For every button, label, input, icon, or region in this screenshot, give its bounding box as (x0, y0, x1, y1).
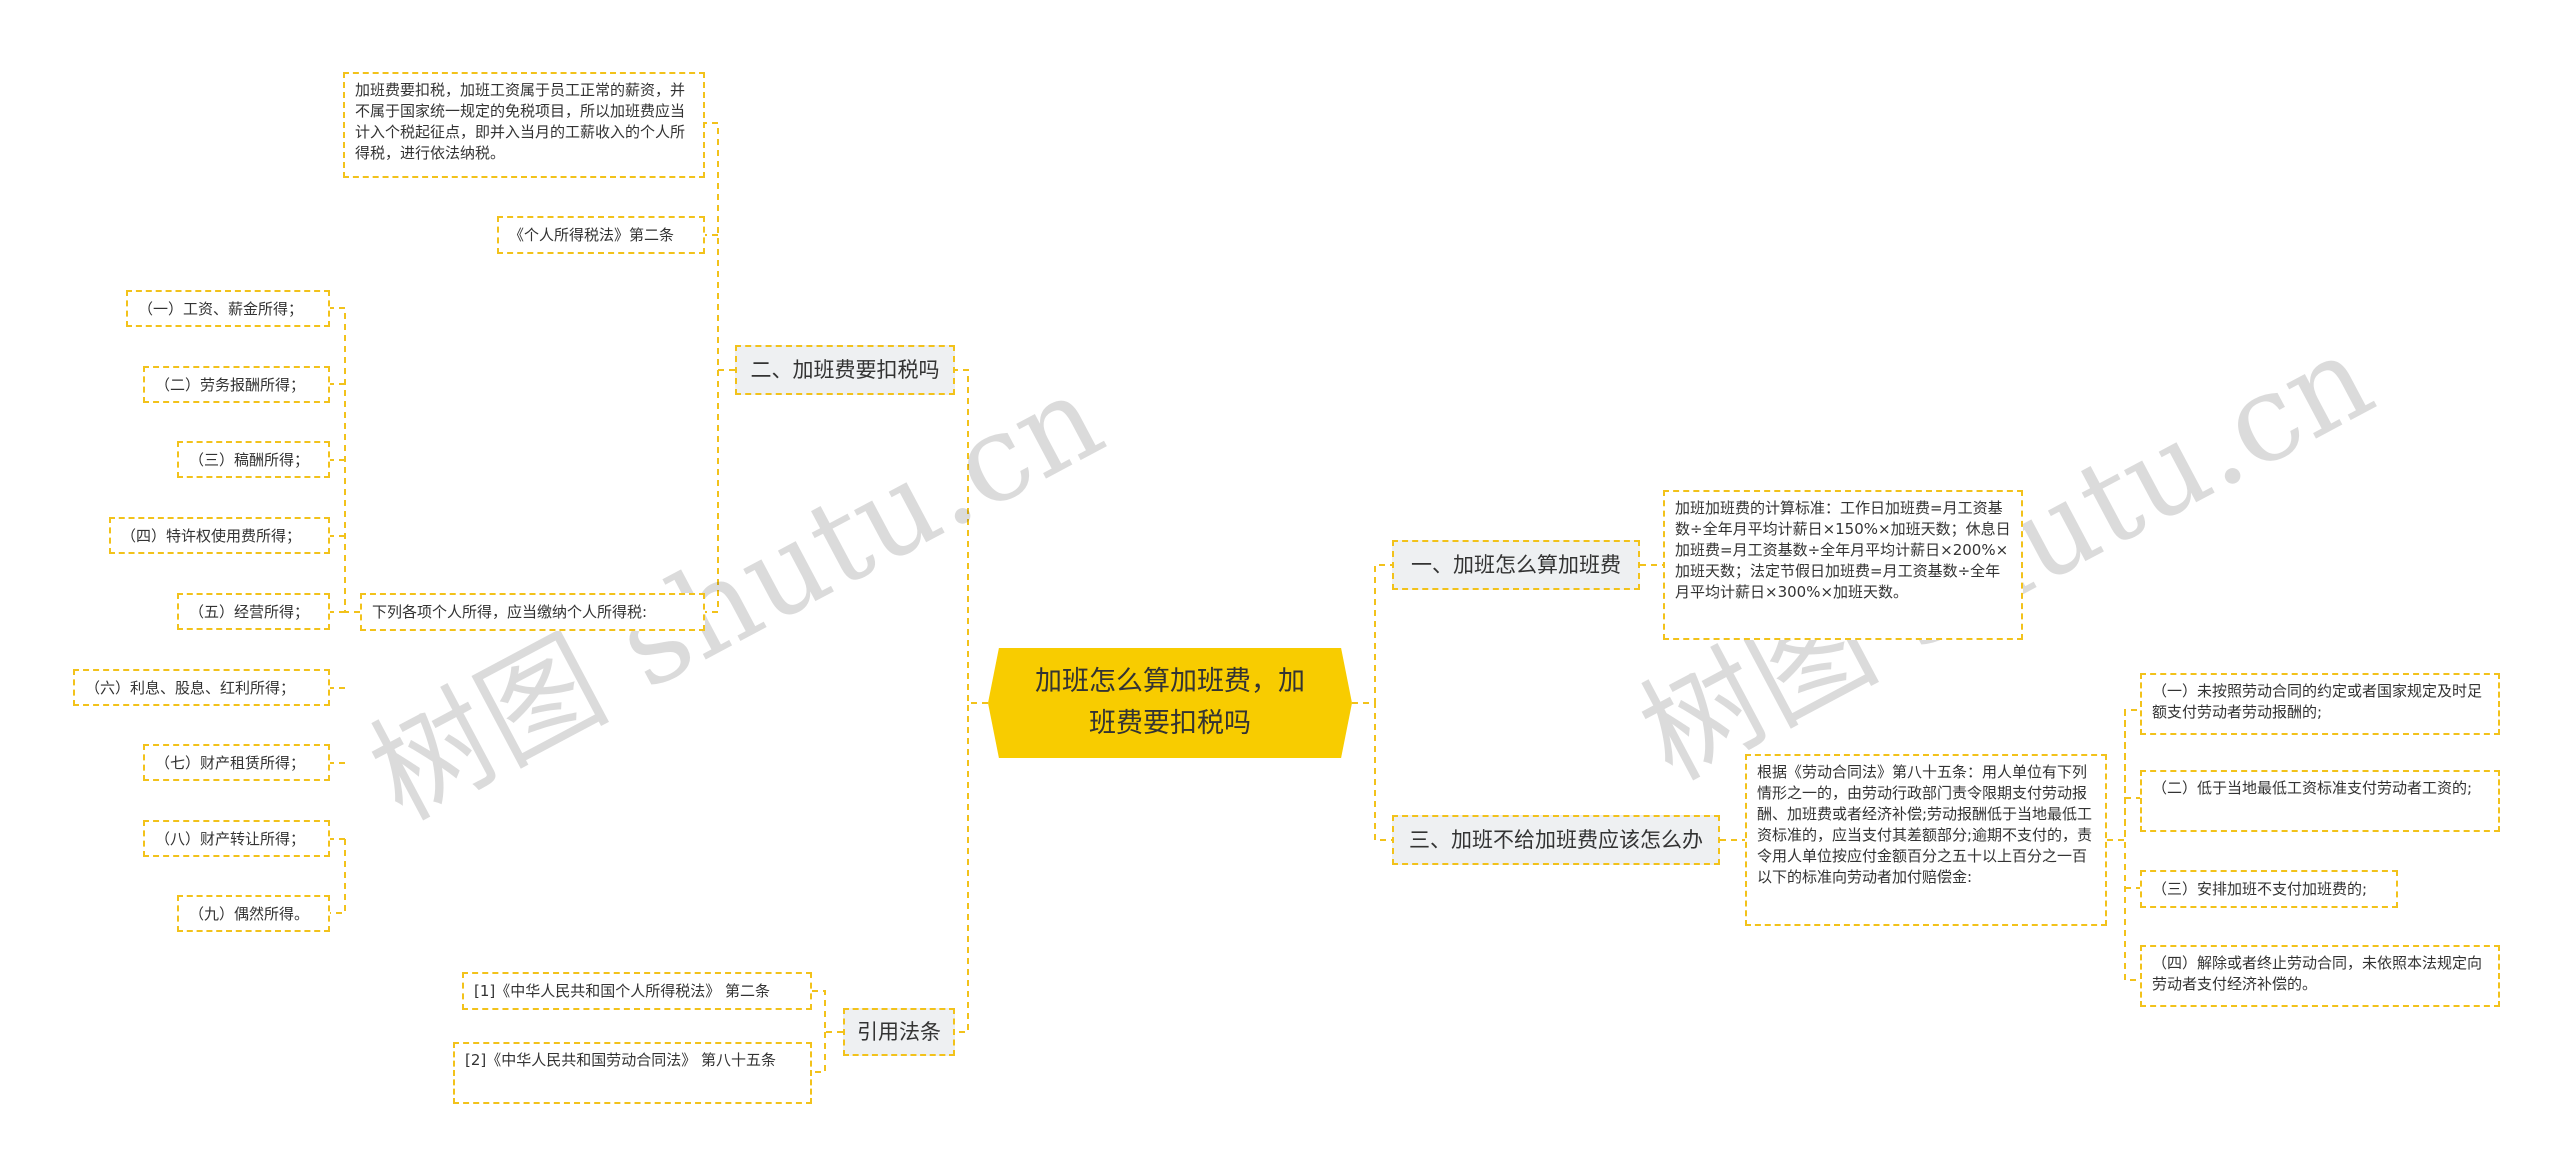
tax-item-5[interactable]: （五）经营所得； (177, 593, 330, 630)
branch-calc[interactable]: 一、加班怎么算加班费 (1392, 540, 1640, 590)
link-unpaid-items (2107, 709, 2140, 981)
tax-item-1[interactable]: （一）工资、薪金所得； (126, 290, 330, 327)
tax-list-label[interactable]: 下列各项个人所得，应当缴纳个人所得税: (360, 593, 705, 631)
branch-unpaid[interactable]: 三、加班不给加班费应该怎么办 (1392, 815, 1720, 865)
branch-refs[interactable]: 引用法条 (843, 1008, 955, 1056)
tax-item-9[interactable]: （九）偶然所得。 (177, 895, 330, 932)
link-list-items (330, 307, 360, 914)
unpaid-item-1[interactable]: （一）未按照劳动合同的约定或者国家规定及时足额支付劳动者劳动报酬的; (2140, 673, 2500, 735)
link-center-unpaid (1352, 702, 1392, 841)
ref-item-1[interactable]: [1]《中华人民共和国个人所得税法》 第二条 (462, 972, 812, 1010)
link-refs-items (812, 990, 843, 1073)
branch-tax[interactable]: 二、加班费要扣税吗 (735, 345, 955, 395)
link-tax-children (705, 122, 735, 613)
tax-item-4[interactable]: （四）特许权使用费所得； (109, 517, 330, 554)
link-center-calc (1352, 564, 1392, 704)
tax-detail[interactable]: 加班费要扣税，加班工资属于员工正常的薪资，并不属于国家统一规定的免税项目，所以加… (343, 72, 705, 178)
ref-item-2[interactable]: [2]《中华人民共和国劳动合同法》 第八十五条 (453, 1042, 812, 1104)
center-topic[interactable]: 加班怎么算加班费，加班费要扣税吗 (988, 648, 1352, 758)
calc-detail[interactable]: 加班加班费的计算标准：工作日加班费=月工资基数÷全年月平均计薪日×150%×加班… (1663, 490, 2023, 640)
unpaid-item-4[interactable]: （四）解除或者终止劳动合同，未依照本法规定向劳动者支付经济补偿的。 (2140, 945, 2500, 1007)
tax-item-7[interactable]: （七）财产租赁所得； (143, 744, 330, 781)
unpaid-detail[interactable]: 根据《劳动合同法》第八十五条：用人单位有下列情形之一的，由劳动行政部门责令限期支… (1745, 754, 2107, 926)
link-center-tax (955, 369, 988, 704)
unpaid-item-3[interactable]: （三）安排加班不支付加班费的; (2140, 870, 2398, 908)
tax-law[interactable]: 《个人所得税法》第二条 (497, 216, 705, 254)
unpaid-item-2[interactable]: （二）低于当地最低工资标准支付劳动者工资的; (2140, 770, 2500, 832)
tax-item-3[interactable]: （三）稿酬所得； (177, 441, 330, 478)
tax-item-8[interactable]: （八）财产转让所得； (143, 820, 330, 857)
link-center-refs (955, 702, 988, 1033)
tax-item-2[interactable]: （二）劳务报酬所得； (143, 366, 330, 403)
tax-item-6[interactable]: （六）利息、股息、红利所得； (73, 669, 330, 706)
